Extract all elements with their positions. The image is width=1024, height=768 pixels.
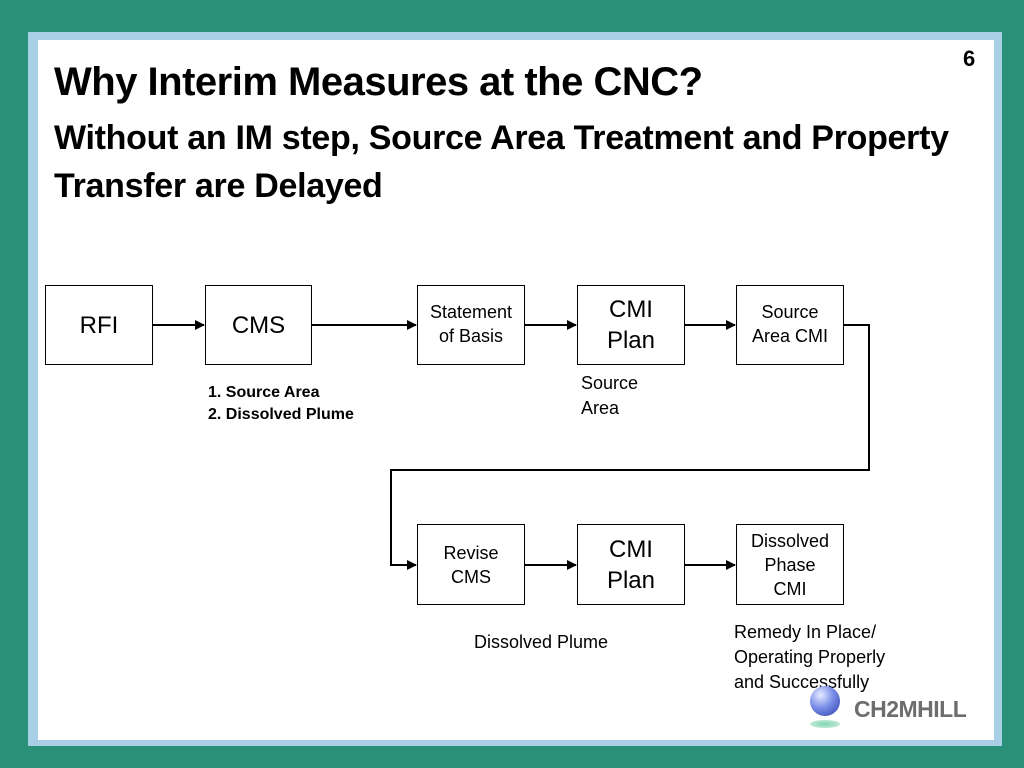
slide: 6 Why Interim Measures at the CNC? Witho… (38, 40, 994, 740)
source-area-cmi-label-line1: Source (761, 302, 819, 322)
ch2mhill-logo-text: CH2MHILL (854, 696, 967, 722)
ch2mhill-logo-sphere-icon (810, 686, 840, 716)
cms-box: CMS (205, 285, 312, 365)
dissolved-phase-cmi-label-line2: Phase (764, 554, 816, 575)
slide-subtitle: Without an IM step, Source Area Treatmen… (54, 119, 949, 205)
source-area-note: Source Area (581, 371, 638, 421)
cmi-plan-1-label-line2: Plan (606, 327, 656, 354)
source-area-cmi-label-line2: Area CMI (751, 326, 829, 346)
statement-of-basis-label-line2: of Basis (438, 326, 503, 346)
cmi-plan-box-1: CMI Plan (577, 285, 685, 365)
revise-cms-label-line1: Revise (443, 542, 499, 563)
arrow-source-area-cmi-to-revise-cms (390, 324, 870, 570)
source-area-note-line2: Area (581, 398, 620, 418)
cms-options-note: 1. Source Area 2. Dissolved Plume (208, 382, 354, 426)
flow-arrows (153, 320, 870, 570)
cmi-plan-1-label-line1: CMI (608, 296, 653, 323)
revise-cms-box: Revise CMS (417, 524, 525, 605)
revise-cms-label-line2: CMS (451, 566, 491, 587)
statement-of-basis-label-line1: Statement (429, 302, 513, 322)
cmi-plan-2-label-line1: CMI (608, 535, 653, 563)
remedy-note: Remedy In Place/ Operating Properly and … (734, 620, 885, 695)
dissolved-phase-cmi-box: Dissolved Phase CMI (736, 524, 844, 605)
slide-title: Why Interim Measures at the CNC? (54, 60, 703, 104)
rfi-label: RFI (79, 311, 119, 339)
dissolved-plume-note: Dissolved Plume (474, 632, 609, 652)
cmi-plan-2-label-line2: Plan (606, 566, 656, 594)
cms-label: CMS (231, 311, 286, 339)
source-area-cmi-box: Source Area CMI (736, 285, 844, 365)
rfi-box: RFI (45, 285, 153, 365)
remedy-note-line2: Operating Properly (734, 647, 886, 667)
ch2mhill-logo-shadow-icon (810, 720, 840, 728)
cmi-plan-box-2: CMI Plan (577, 524, 685, 605)
remedy-note-line1: Remedy In Place/ (734, 622, 877, 642)
cms-option-2: 2. Dissolved Plume (208, 406, 354, 423)
statement-of-basis-box: Statement of Basis (417, 285, 525, 365)
dissolved-phase-cmi-label-line1: Dissolved (750, 530, 830, 551)
dissolved-phase-cmi-label-line3: CMI (773, 578, 807, 599)
remedy-note-line3: and Successfully (734, 672, 870, 692)
page-number: 6 (963, 46, 976, 71)
source-area-note-line1: Source (581, 373, 639, 393)
cms-option-1: 1. Source Area (208, 384, 320, 401)
